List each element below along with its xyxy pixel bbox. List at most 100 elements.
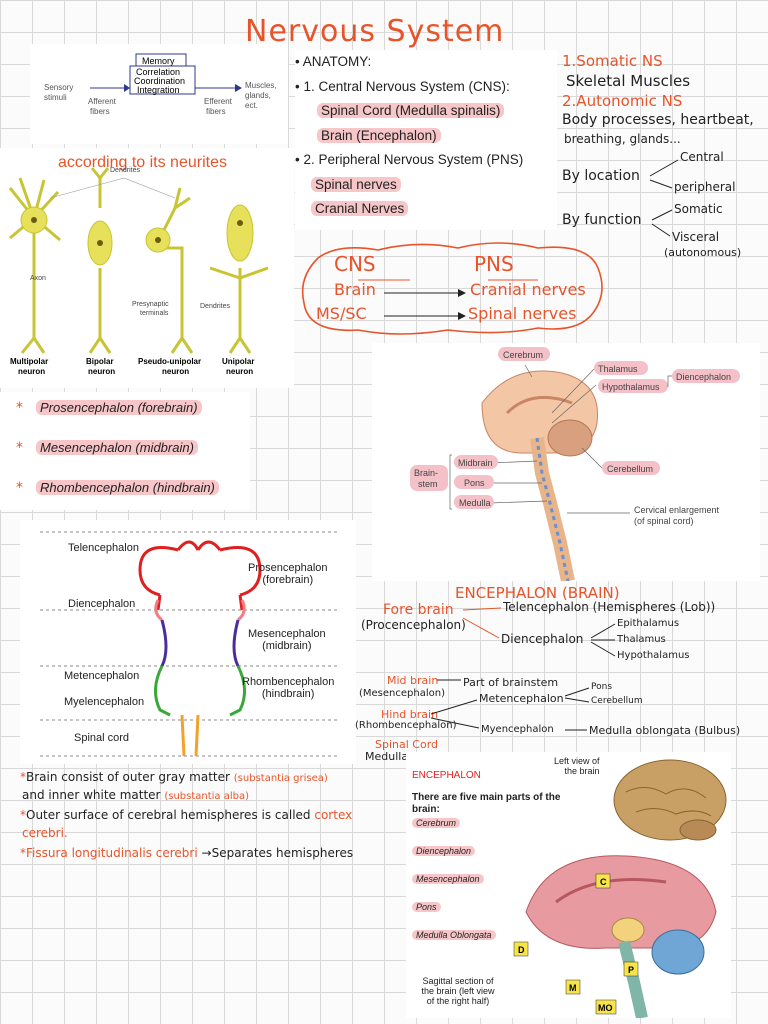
label-pseudo-neuron: neuron [162, 367, 189, 376]
anatomy-cranial-nerves: Cranial Nerves [311, 201, 409, 216]
note-central: Central [680, 150, 724, 164]
notes-arrows [649, 159, 679, 237]
bn-line4: cerebri. [22, 826, 68, 840]
box-cns: CNS [334, 252, 376, 276]
division-mesencephalon: Mesencephalon (midbrain) [36, 440, 198, 455]
encephalon-brain-images: C D M P MO [513, 759, 727, 1018]
encephalon-notes: ENCEPHALON (BRAIN) Fore brain (Procencep… [355, 584, 768, 770]
note-peripheral: peripheral [674, 180, 736, 194]
vesicle-diencephalon: Diencephalon [68, 598, 136, 610]
vesicle-illustration [40, 531, 340, 757]
en-metencephalon: Metencephalon [479, 692, 564, 705]
flow-afferent: Afferent [88, 97, 117, 106]
anatomy-pns: • 2. Peripheral Nervous System (PNS) [295, 152, 524, 167]
en-hind-brain: Hind brain [381, 708, 439, 721]
flow-integration: Integration [137, 85, 180, 95]
neurites-panel: according to its neurites Dendrites Axon… [0, 148, 294, 388]
flow-afferent-fibers: fibers [90, 107, 110, 116]
en-spinal-cord: Spinal Cord [375, 738, 439, 751]
flow-muscles: Muscles, [245, 81, 277, 90]
anatomy-spinal-cord: Spinal Cord (Medulla spinalis) [317, 103, 505, 118]
bn-line2: and inner white matter (substantia alba) [22, 788, 250, 802]
en-fore-brain: Fore brain [383, 602, 454, 618]
right-notes: 1.Somatic NS Skeletal Muscles 2.Autonomi… [560, 50, 765, 265]
neurites-title: according to its neurites [58, 154, 227, 171]
label-unipolar: Unipolar [222, 357, 254, 366]
bd-medulla: Medulla [459, 498, 491, 508]
ep-part-medulla: Medulla Oblongata [412, 930, 496, 940]
note-visceral: Visceral [672, 230, 720, 244]
page-title: Nervous System [245, 14, 505, 49]
ep-part-cerebrum: Cerebrum [412, 818, 461, 828]
flow-memory: Memory [142, 56, 175, 66]
en-title: ENCEPHALON (BRAIN) [455, 584, 620, 602]
box-brain: Brain [334, 280, 376, 299]
bd-cervical-sub: (of spinal cord) [634, 516, 694, 526]
en-diencephalon: Diencephalon [501, 632, 584, 646]
bd-stem: stem [418, 479, 438, 489]
bn-line1: *Brain consist of outer gray matter (sub… [20, 770, 328, 784]
flow-correlation: Correlation [136, 67, 180, 77]
bd-midbrain: Midbrain [458, 458, 493, 468]
vesicles-panel: Telencephalon Diencephalon Metencephalon… [20, 520, 356, 764]
bn-line5: *Fissura longitudinalis cerebri →Separat… [20, 846, 354, 860]
cns-pns-box: CNS PNS Brain Cranial nerves MS/SC Spina… [298, 238, 608, 338]
asterisk-icon: * [16, 480, 23, 496]
en-procencephalon: (Procencephalon) [361, 618, 466, 632]
note-somatic: 1.Somatic NS [562, 52, 663, 70]
neuron-illustrations: Dendrites Axon Presynaptic terminals Den… [8, 167, 269, 376]
ep-label-d: D [518, 945, 525, 955]
cloud-outline [301, 242, 603, 335]
flow-stimuli: stimuli [44, 93, 67, 102]
ep-label-m: M [569, 983, 577, 993]
box-cranial: Cranial nerves [470, 280, 586, 299]
box-pns: PNS [474, 252, 514, 276]
en-rhombencephalon: (Rhombencephalon) [355, 720, 457, 731]
vesicle-telencephalon: Telencephalon [68, 542, 139, 554]
label-multipolar-neuron: neuron [18, 367, 45, 376]
vesicle-prosencephalon: Prosencephalon(forebrain) [248, 562, 328, 586]
label-dendrites-right: Dendrites [200, 303, 230, 310]
flow-efferent: Efferent [204, 97, 233, 106]
label-terminals: terminals [140, 310, 169, 317]
asterisk-icon: * [16, 440, 23, 456]
ep-part-mesencephalon: Mesencephalon [412, 874, 484, 884]
note-autonomous: (autonomous) [664, 246, 742, 259]
en-telencephalon: Telencephalon (Hemispheres (Lob)) [503, 600, 716, 614]
ep-part-pons: Pons [412, 902, 441, 912]
box-spinal: Spinal nerves [468, 304, 577, 323]
box-ms: MS/SC [316, 304, 367, 323]
ep-title: ENCEPHALON [412, 770, 481, 781]
en-mesencephalon: (Mesencephalon) [359, 688, 445, 699]
encephalon-arrows [430, 607, 616, 731]
label-axon: Axon [30, 275, 46, 282]
note-by-function: By function [562, 212, 642, 228]
encephalon-panel: ENCEPHALON There are five main parts of … [406, 752, 731, 1018]
anatomy-cns: • 1. Central Nervous System (CNS): [295, 78, 510, 94]
vesicle-metencephalon: Metencephalon [64, 670, 140, 682]
en-part-brainstem: Part of brainstem [463, 676, 559, 689]
label-bipolar-neuron: neuron [88, 367, 115, 376]
label-bipolar: Bipolar [86, 357, 114, 366]
label-multipolar: Multipolar [10, 357, 48, 366]
bd-cerebellum: Cerebellum [607, 464, 653, 474]
label-presynaptic: Presynaptic [132, 301, 169, 308]
anatomy-spinal-nerves: Spinal nerves [311, 176, 401, 192]
anatomy-header: • ANATOMY: [295, 54, 372, 69]
flow-diagram-panel: Memory Correlation Coordination Integrat… [30, 44, 288, 144]
vesicle-mesencephalon: Mesencephalon(midbrain) [248, 628, 326, 652]
brain-diagram-panel: Cerebrum Thalamus Hypothalamus Diencepha… [372, 343, 760, 581]
bd-cervical: Cervical enlargement [634, 505, 720, 515]
flow-efferent-fibers: fibers [206, 107, 226, 116]
flow-sensory: Sensory [44, 83, 73, 92]
vesicle-spinal-cord: Spinal cord [74, 732, 130, 744]
division-prosencephalon: Prosencephalon (forebrain) [36, 400, 202, 415]
vesicle-rhombencephalon: Rhombencephalon(hindbrain) [242, 676, 335, 700]
en-mid-brain: Mid brain [387, 674, 439, 687]
division-rhombencephalon: Rhombencephalon (hindbrain) [36, 480, 219, 495]
bd-pons: Pons [464, 478, 485, 488]
note-skeletal: Skeletal Muscles [566, 72, 691, 90]
bn-line3: *Outer surface of cerebral hemispheres i… [20, 808, 353, 822]
